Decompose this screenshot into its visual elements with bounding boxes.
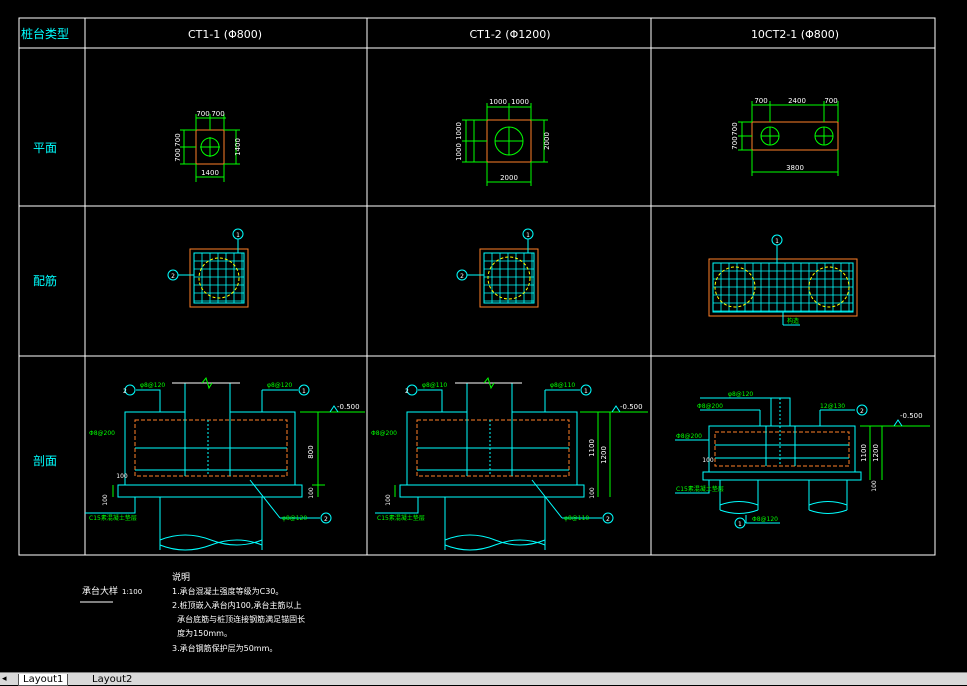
dim: 100 (589, 487, 596, 499)
column-header-ct1-1: CT1-1 (Φ800) (188, 28, 262, 41)
dim: 100 (871, 480, 878, 492)
section-label: φ8@110 (422, 382, 447, 389)
plan-ct1-1: 700 700 1400 700 700 1400 (174, 110, 242, 182)
section-ct1-1 (85, 376, 365, 551)
elevation-label: -0.500 (620, 403, 643, 411)
section-label: φ8@120 (728, 391, 753, 398)
notes-heading: 说明 (172, 571, 190, 583)
rebar-10ct2-1: 1 构造 (708, 234, 858, 326)
column-header-ct1-2: CT1-2 (Φ1200) (469, 28, 550, 41)
note-line: 承台底筋与桩顶连接钢筋满足锚固长 (172, 614, 305, 624)
section-label: Φ8@120 (752, 516, 778, 523)
marker-2: 2 (324, 516, 328, 523)
section-label: Φ8@200 (697, 403, 723, 410)
note-line: 1.承台混凝土强度等级为C30。 (172, 586, 283, 596)
scale-title: 承台大样 (82, 585, 118, 597)
header-corner: 桩台类型 (21, 26, 69, 41)
section-label: φ8@120 (267, 382, 292, 389)
dim: 1400 (234, 138, 242, 156)
dim: 1200 (600, 446, 608, 464)
section-label: Φ8@200 (371, 430, 397, 437)
section-label: 12@130 (820, 403, 845, 410)
dim: 2000 (500, 174, 518, 182)
plan-ct1-2: 1000 1000 2000 1000 1000 2000 (455, 98, 551, 186)
marker-2: 2 (123, 388, 127, 395)
section-label: C15素混凝土垫层 (377, 514, 425, 522)
section-label: C15素混凝土垫层 (89, 514, 137, 522)
section-label: C15素混凝土垫层 (676, 485, 724, 493)
dim: 700 (731, 136, 739, 149)
section-label: φ8@120 (282, 515, 307, 522)
note-line: 度为150mm。 (172, 628, 232, 638)
dim: 3800 (786, 164, 804, 172)
row-label-rebar: 配筋 (33, 273, 57, 288)
marker-1: 1 (236, 232, 240, 239)
dim: 700 (731, 122, 739, 135)
tab-scroll-left-icon[interactable]: ◂ (2, 674, 7, 684)
scale-value: 1:100 (122, 588, 142, 596)
marker-2: 2 (460, 273, 464, 280)
marker-1: 1 (526, 232, 530, 239)
dim: 1200 (872, 444, 880, 462)
marker-2: 2 (171, 273, 175, 280)
dim: 700 (824, 97, 837, 105)
dim: 100 (308, 487, 315, 499)
dim: 100 (102, 494, 109, 506)
dim: 700 (754, 97, 767, 105)
marker-1: 1 (584, 388, 588, 395)
section-label: φ8@110 (564, 515, 589, 522)
plan-10ct2-1: 700 2400 700 3800 700 700 (731, 97, 839, 176)
section-label: Φ8@200 (89, 430, 115, 437)
marker-2: 2 (860, 408, 864, 415)
row-label-section: 剖面 (33, 454, 57, 468)
dim: 700 (211, 110, 224, 118)
marker-1: 1 (738, 521, 742, 528)
rebar-ct1-2: 1 2 (456, 228, 539, 308)
dim: 1400 (201, 169, 219, 177)
dim: 100 (116, 473, 128, 480)
section-label: φ8@120 (140, 382, 165, 389)
dim: 1000 (455, 122, 463, 140)
marker-2: 2 (405, 388, 409, 395)
dim: 700 (174, 148, 182, 161)
notes-block: 承台大样 1:100 说明 1.承台混凝土强度等级为C30。 2.桩顶嵌入承台内… (80, 571, 305, 653)
tab-layout1[interactable]: Layout1 (18, 674, 69, 686)
marker-2: 2 (606, 516, 610, 523)
rebar-ct1-1: 1 2 (167, 228, 249, 308)
dim: 1000 (455, 143, 463, 161)
elevation-label: -0.500 (337, 403, 360, 411)
dim: 2000 (543, 132, 551, 150)
dim: 1000 (489, 98, 507, 106)
note-line: 3.承台钢筋保护层为50mm。 (172, 643, 277, 653)
layout-tab-bar: ◂ Layout1 Layout2 (0, 672, 967, 686)
dim: 700 (174, 133, 182, 146)
row-label-plan: 平面 (33, 141, 57, 155)
dim: 1100 (860, 444, 868, 462)
note-line: 2.桩顶嵌入承台内100,承台主筋以上 (172, 600, 301, 610)
section-ct1-2 (375, 376, 648, 551)
dim: 1000 (511, 98, 529, 106)
dim: 700 (196, 110, 209, 118)
rebar-note: 构造 (787, 317, 799, 325)
elevation-label: -0.500 (900, 412, 923, 420)
marker-1: 1 (302, 388, 306, 395)
section-label: Φ8@200 (676, 433, 702, 440)
dim: 1100 (588, 439, 596, 457)
dim: 100 (385, 494, 392, 506)
tab-layout2[interactable]: Layout2 (92, 674, 133, 685)
dim: 2400 (788, 97, 806, 105)
dim: 100 (702, 457, 714, 464)
section-10ct2-1 (675, 397, 930, 529)
table-grid (18, 17, 936, 556)
section-label: φ8@110 (550, 382, 575, 389)
dim: 800 (307, 445, 315, 458)
column-header-10ct2-1: 10CT2-1 (Φ800) (751, 28, 839, 41)
marker-1: 1 (775, 238, 779, 245)
